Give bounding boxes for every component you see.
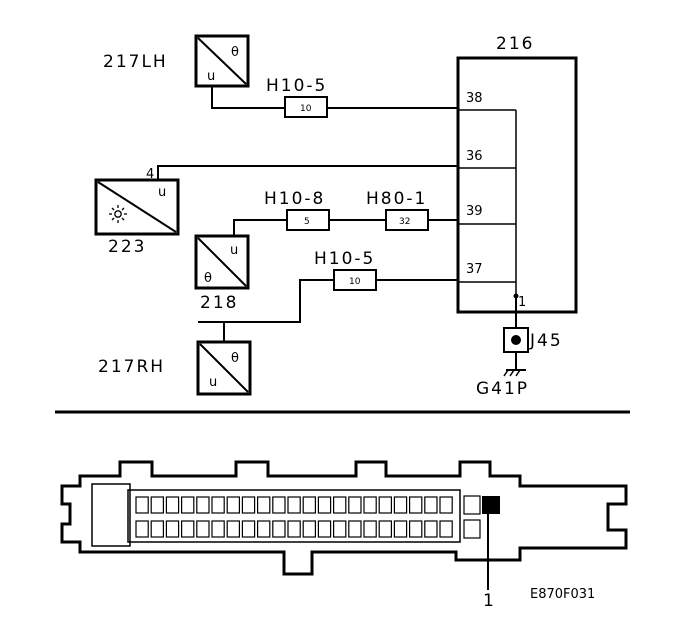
- connector-cavity: [181, 520, 195, 538]
- connector-cavity: [393, 496, 408, 514]
- connector-cavity: [272, 520, 286, 538]
- fuse-value-h80-1: 32: [399, 217, 410, 227]
- pin-39: 39: [466, 204, 483, 219]
- connector-cavity: [317, 496, 332, 514]
- label-218: 218: [200, 293, 238, 313]
- label-j45: J45: [529, 331, 563, 351]
- sensor-223-box: [94, 178, 180, 236]
- connector-cavity: [181, 496, 195, 514]
- label-217lh: 217LH: [103, 52, 168, 72]
- connector-cavity: [287, 496, 301, 514]
- connector-cavity: [226, 520, 240, 538]
- connector-cavity: [348, 496, 362, 514]
- u-icon-223: u: [158, 185, 166, 200]
- u-icon-218: u: [230, 243, 238, 258]
- fuse-value-h10-8: 5: [304, 217, 310, 227]
- connector-cavity: [287, 520, 301, 538]
- connector-cavity: [302, 496, 317, 514]
- label-fuse-h10-5-bottom: H10-5: [314, 249, 375, 269]
- sun-sensor-icon: [109, 205, 127, 223]
- connector-cavity: [241, 520, 256, 538]
- connector-cavity: [363, 496, 377, 514]
- connector-cavity: [302, 520, 317, 538]
- label-g41p: G41P: [476, 379, 529, 399]
- connector-cavity: [378, 520, 393, 538]
- connector-cavity: [424, 520, 438, 538]
- figure-reference: E870F031: [530, 587, 595, 602]
- connector-cavity: [378, 496, 393, 514]
- label-216: 216: [496, 34, 534, 54]
- connector-cavity: [196, 520, 210, 538]
- connector-cavity: [226, 496, 240, 514]
- connector-cavity: [241, 496, 256, 514]
- connector-cavity: [257, 520, 271, 538]
- theta-icon-217lh: θ: [231, 45, 239, 60]
- connector-cavity: [150, 520, 164, 538]
- pin-4: 4: [146, 167, 154, 182]
- connector-cavity: [165, 520, 180, 538]
- fuse-value-top: 10: [300, 104, 312, 114]
- connector-cavity: [165, 496, 180, 514]
- theta-icon-217rh: θ: [231, 351, 239, 366]
- label-217rh: 217RH: [98, 357, 165, 377]
- connector-cavity: [363, 520, 377, 538]
- connector-cavity: [211, 496, 225, 514]
- pin-36: 36: [466, 149, 483, 164]
- label-223: 223: [108, 237, 146, 257]
- connector-cavity: [348, 520, 362, 538]
- pin-38: 38: [466, 91, 483, 106]
- connector-pin-1: [482, 496, 500, 514]
- connector-cavity: [272, 496, 286, 514]
- connector-cavity: [150, 496, 164, 514]
- pin-37: 37: [466, 262, 483, 277]
- label-fuse-h10-8: H10-8: [264, 189, 325, 209]
- sensor-218-box: [194, 234, 250, 290]
- connector-cavity: [211, 520, 225, 538]
- ecu-connector-outline: [60, 460, 628, 576]
- connector-cavity: [333, 520, 347, 538]
- u-icon-217rh: u: [209, 375, 217, 390]
- label-fuse-h80-1: H80-1: [366, 189, 427, 209]
- connector-pin-grid: [135, 496, 453, 538]
- connector-cavity: [333, 496, 347, 514]
- label-fuse-h10-5-top: H10-5: [266, 76, 327, 96]
- connector-cavity: [393, 520, 408, 538]
- u-icon-217lh: u: [207, 69, 215, 84]
- connector-cavity: [439, 520, 453, 538]
- pin-1: 1: [518, 295, 526, 310]
- j45-terminal-icon: [511, 335, 521, 345]
- fuse-value-bottom: 10: [349, 277, 361, 287]
- theta-icon-218: θ: [204, 271, 212, 286]
- connector-cavity: [424, 496, 438, 514]
- connector-cavity: [409, 496, 423, 514]
- connector-cavity: [257, 496, 271, 514]
- connector-callout: 1: [483, 591, 496, 611]
- connector-cavity: [439, 496, 453, 514]
- connector-cavity: [409, 520, 423, 538]
- connector-cavity: [317, 520, 332, 538]
- connector-cavity: [135, 520, 149, 538]
- connector-cavity: [135, 496, 149, 514]
- sensor-217lh-box: [194, 34, 250, 88]
- connector-cavity: [196, 496, 210, 514]
